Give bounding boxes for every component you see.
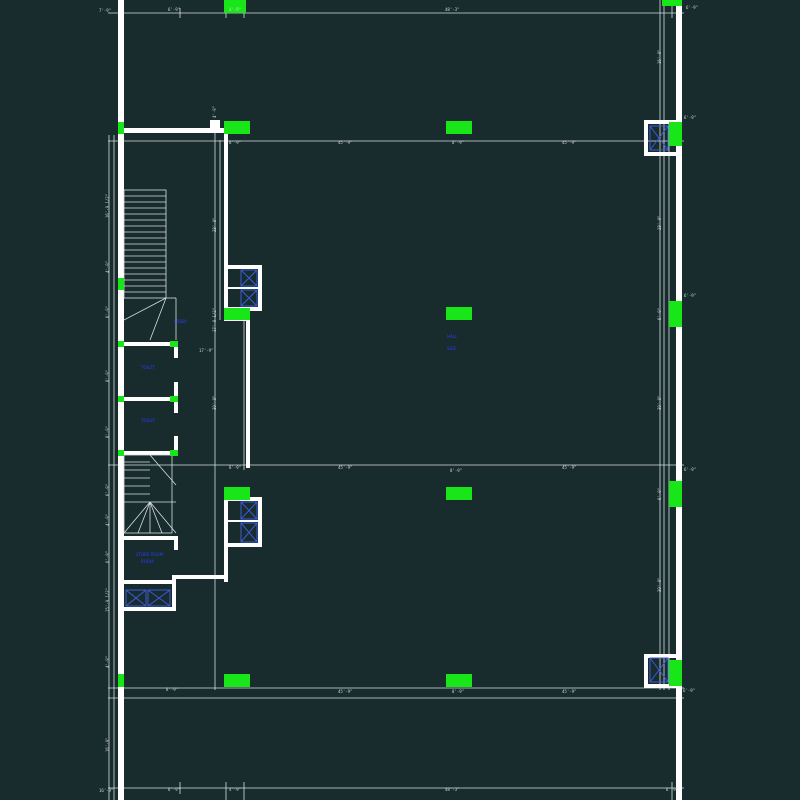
dim-label: 4'-9" <box>229 787 241 792</box>
dim-label: 6'-9" <box>666 787 678 792</box>
dim-label: 6'-9" <box>686 5 698 10</box>
dim-label: 8'-9" <box>105 426 110 438</box>
dim-label: 8'-9" <box>229 140 241 145</box>
dim-label: 8'-9" <box>166 687 178 692</box>
column <box>118 674 124 687</box>
dim-label: 15'-9 1/2" <box>105 588 110 612</box>
dim-label: 45'-9" <box>338 465 352 470</box>
dim-label: 45'-9" <box>562 140 576 145</box>
dim-label: 4'-9" <box>105 261 110 273</box>
dim-label: 8'-9" <box>452 140 464 145</box>
column <box>170 450 178 456</box>
dim-label: 39'-9" <box>657 578 662 592</box>
dim-label: 4'-9" <box>212 106 217 118</box>
room-label-toilet-2: TOILET <box>140 418 156 423</box>
column <box>118 450 124 456</box>
dim-label: 6'-9" <box>684 467 696 472</box>
column <box>224 487 250 500</box>
dim-label: 8'-9" <box>452 689 464 694</box>
dim-label: 45'-9" <box>338 689 352 694</box>
column <box>662 0 682 6</box>
stairs <box>123 189 177 534</box>
dim-label: 16'-9" <box>657 50 662 64</box>
dim-label: 48'-3" <box>445 787 459 792</box>
column <box>669 481 682 507</box>
dim-label: 8'-9" <box>229 465 241 470</box>
dim-label: 17'-9 1/2" <box>212 308 217 332</box>
lift-cars <box>125 125 669 683</box>
room-label-hall: HALL <box>447 334 458 339</box>
column <box>118 396 124 402</box>
column <box>224 674 250 687</box>
dim-label: 45'-9" <box>338 140 352 145</box>
column <box>118 341 124 347</box>
dim-label: 28'-9" <box>212 218 217 232</box>
room-labels: LOBBY TOILET TOILET HALL SIZE STORE ROOM… <box>136 319 458 564</box>
dim-label: 4'-9" <box>105 656 110 668</box>
column <box>669 122 682 146</box>
dim-label: 6'-9" <box>105 484 110 496</box>
dim-label: 16'-9 1/2" <box>105 194 110 218</box>
dim-label: 6'-9" <box>105 306 110 318</box>
room-label-store: STORE ROOM <box>136 552 164 557</box>
column <box>446 487 472 500</box>
dim-label: 7'-9" <box>99 8 111 13</box>
column <box>170 396 178 402</box>
dim-label: 8'-9" <box>450 468 462 473</box>
dim-label: 8'-9" <box>105 370 110 382</box>
dim-label: 48'-3" <box>445 7 459 12</box>
dim-label: 4'-9" <box>229 7 241 12</box>
column <box>669 660 682 686</box>
column <box>224 308 250 320</box>
walls <box>118 0 682 800</box>
structural-columns <box>118 0 682 687</box>
dim-label: 17'-9" <box>199 348 213 353</box>
column <box>446 121 472 134</box>
dimension-lines <box>108 0 684 800</box>
column <box>118 122 124 134</box>
dimension-labels: 6'-9" 4'-9" 48'-3" 6'-9" 7'-9" 8'-9" 45'… <box>99 5 698 793</box>
column <box>446 674 472 687</box>
dim-label: 6'-9" <box>683 688 695 693</box>
dim-label: 6'-9" <box>168 787 180 792</box>
dim-label: 6'-9" <box>684 115 696 120</box>
dim-label: 6'-9" <box>657 308 662 320</box>
column <box>118 278 124 290</box>
dim-label: 28'-9" <box>657 216 662 230</box>
room-label-store-sub: ROOM <box>141 559 154 564</box>
dim-label: 39'-9" <box>657 396 662 410</box>
room-label-toilet-1: TOILET <box>140 365 156 370</box>
column <box>170 341 178 347</box>
column <box>224 121 250 134</box>
dim-label: 45'-9" <box>562 465 576 470</box>
dim-label: 6'-9" <box>657 488 662 500</box>
room-label-hall-size: SIZE <box>447 346 456 351</box>
dim-label: 45'-9" <box>562 689 576 694</box>
dim-label: 6'-9" <box>105 551 110 563</box>
dim-label: 6'-9" <box>168 7 180 12</box>
column <box>224 0 246 13</box>
dim-label: 16'-9" <box>105 738 110 752</box>
dim-label: 6'-9" <box>684 293 696 298</box>
room-label-lobby: LOBBY <box>174 319 188 324</box>
column <box>446 307 472 320</box>
column <box>669 301 682 327</box>
dim-label: 39'-9" <box>212 396 217 410</box>
dim-label: 16'-9" <box>99 788 113 793</box>
dim-label: 4'-9" <box>105 514 110 526</box>
